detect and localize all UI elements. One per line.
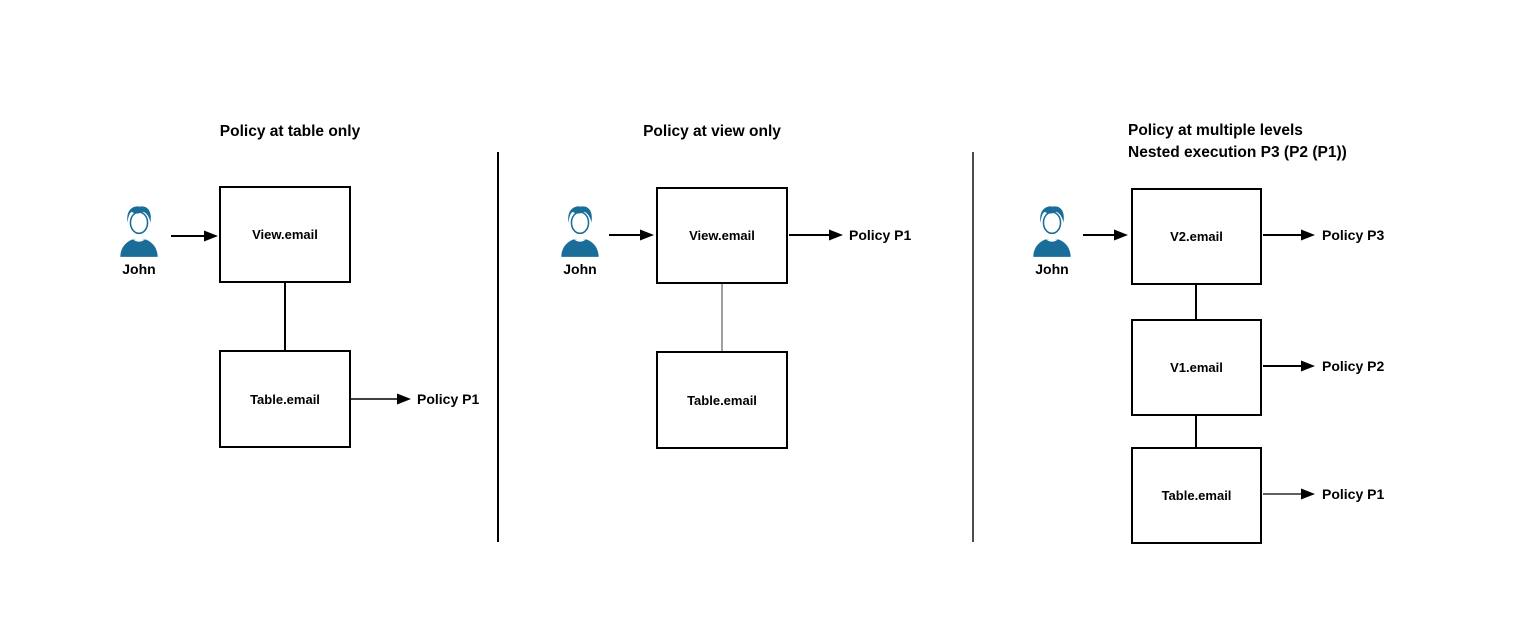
panel3-title-line2: Nested execution P3 (P2 (P1)) [1128,144,1347,161]
panel3-node-v2: V2.email [1131,188,1262,285]
person-icon [120,206,158,257]
panel3-actor: John [1024,203,1080,277]
panel3-actor-arrow [1083,229,1128,241]
node-label: View.email [689,228,755,243]
actor-label: John [563,261,597,277]
person-icon [561,206,599,257]
panel1-actor-arrow [171,230,218,242]
panel2-policy-arrow [789,229,843,241]
panel3-policy-p1-label: Policy P1 [1322,486,1385,502]
node-label: Table.email [687,392,757,408]
node-label: Table.email [250,391,320,407]
person-icon [1033,206,1071,257]
panel1-node-view: View.email [219,186,351,283]
panel3-v1-policy-arrow [1263,360,1315,372]
panel3-policy-p2-label: Policy P2 [1322,358,1385,374]
panel1-actor: John [111,203,167,277]
panel1-policy-p1-label: Policy P1 [417,391,480,407]
node-label: Table.email [1161,488,1232,503]
panel3-policy-p3-label: Policy P3 [1322,227,1385,243]
panel2-policy-p1-label: Policy P1 [849,227,912,243]
panel3-table-policy-arrow [1263,488,1315,500]
panel2-actor: John [552,203,608,277]
panel2-node-table: Table.email [656,351,788,449]
panel2-title: Policy at view only [643,123,781,140]
panel2-actor-arrow [609,229,654,241]
panel1-node-table: Table.email [219,350,351,448]
panel2-node-view: View.email [656,187,788,284]
panel1-title: Policy at table only [219,123,361,140]
node-label: V1.email [1170,360,1223,375]
actor-label: John [122,261,156,277]
node-label: V2.email [1170,229,1223,244]
panel3-title: Policy at multiple levels Nested executi… [1128,122,1428,162]
panel3-v2-policy-arrow [1263,229,1315,241]
panel3-title-line1: Policy at multiple levels [1128,122,1303,139]
node-label: View.email [252,227,318,242]
panel3-node-v1: V1.email [1131,319,1262,416]
panel1-policy-arrow [351,393,411,405]
panel3-node-table: Table.email [1131,447,1262,544]
actor-label: John [1035,261,1069,277]
